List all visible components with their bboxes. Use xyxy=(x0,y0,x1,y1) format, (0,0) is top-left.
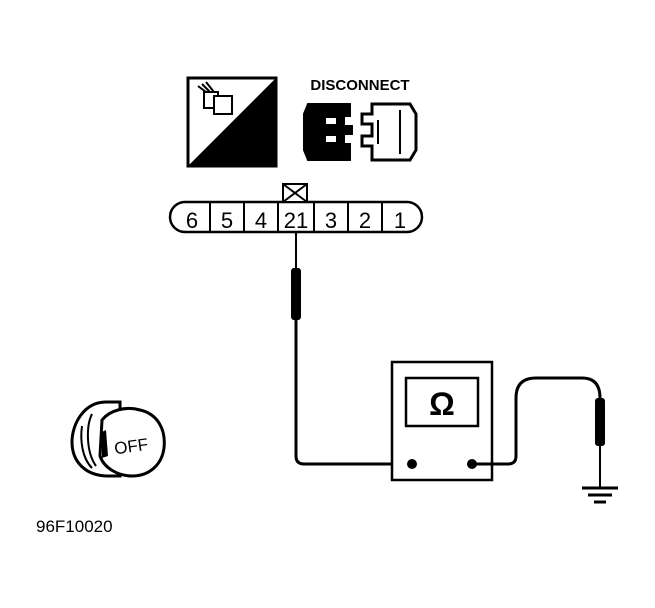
pin-1: 1 xyxy=(394,208,406,233)
pin-5: 5 xyxy=(221,208,233,233)
pin-3: 3 xyxy=(325,208,337,233)
pin-marker-icon xyxy=(282,183,308,203)
ground-symbol-icon xyxy=(582,486,618,504)
disconnect-label: DISCONNECT xyxy=(310,77,409,94)
ignition-key-icon: OFF xyxy=(70,400,166,478)
ground-lead xyxy=(472,376,618,504)
probe-lead xyxy=(291,232,412,466)
harness-connector-icon xyxy=(197,81,233,115)
ignition-off-label: OFF xyxy=(113,435,149,459)
pin-21: 21 xyxy=(284,208,308,233)
ts-label: T.S. xyxy=(234,139,270,162)
connector-half-male-icon xyxy=(303,103,353,161)
pin-6: 6 xyxy=(186,208,198,233)
connector-half-female-icon xyxy=(360,102,418,162)
ohmmeter: Ω xyxy=(390,360,494,482)
pin-4: 4 xyxy=(255,208,267,233)
meter-terminal-left xyxy=(407,459,417,469)
ohm-symbol: Ω xyxy=(429,386,455,422)
pin-2: 2 xyxy=(359,208,371,233)
troubleshooting-icon: T.S. xyxy=(186,76,278,168)
disconnect-icon: DISCONNECT xyxy=(303,77,418,162)
connector-pinout: 6 5 4 21 3 2 1 xyxy=(168,183,424,234)
figure-code: 96F10020 xyxy=(36,517,113,536)
